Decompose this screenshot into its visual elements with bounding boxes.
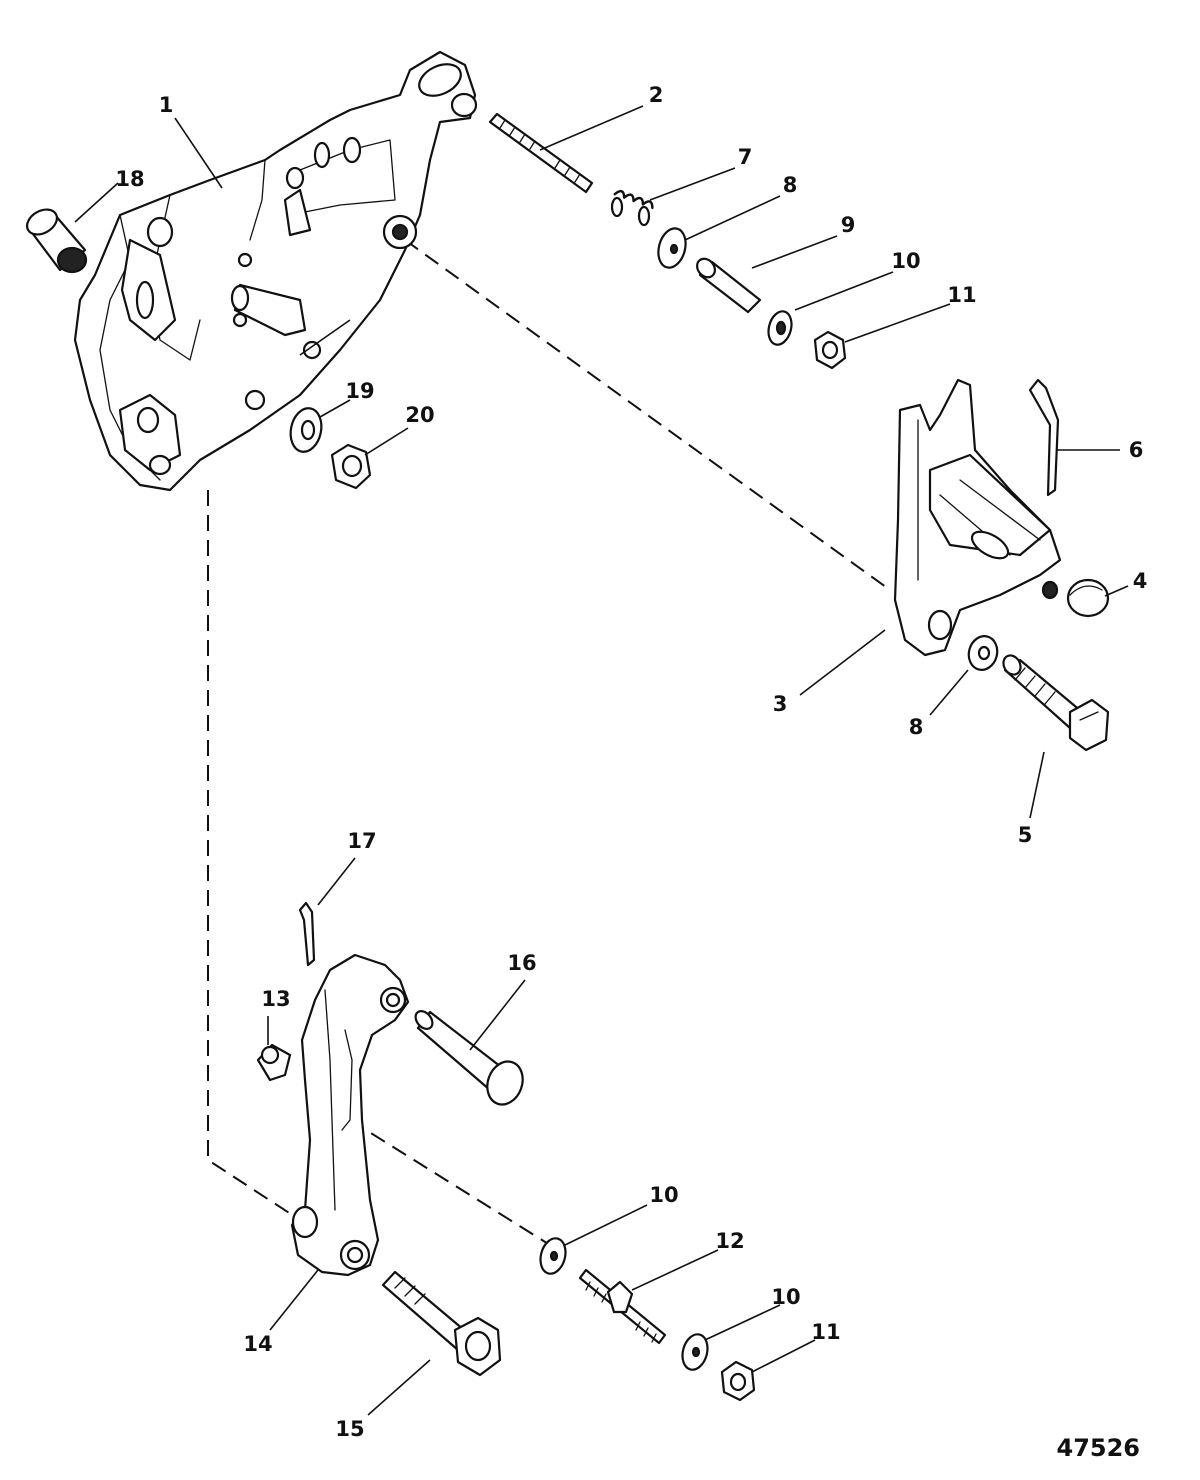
callout-18: 18: [115, 167, 144, 191]
callout-13: 13: [261, 987, 290, 1011]
callout-10-upper: 10: [891, 249, 920, 273]
part-8-washer-upper: [657, 227, 687, 269]
callout-10-lower: 10: [771, 1285, 800, 1309]
part-1-bracket: [73, 50, 478, 492]
part-8-washer-lower: [967, 635, 999, 671]
part-7-spring: [610, 189, 654, 227]
part-19-washer: [289, 407, 323, 453]
part-11-nut-upper: [813, 330, 847, 370]
callout-11-upper: 11: [947, 283, 976, 307]
callout-17: 17: [347, 829, 376, 853]
callout-20: 20: [405, 403, 434, 427]
part-10-washer-lower: [681, 1333, 709, 1371]
alignment-lines: [207, 239, 891, 1246]
callout-7: 7: [738, 145, 753, 169]
callout-9: 9: [841, 213, 856, 237]
callout-2: 2: [649, 83, 664, 107]
callout-16: 16: [507, 951, 536, 975]
part-14-link-arm: [290, 953, 410, 1277]
part-5-bolt: [1002, 654, 1110, 752]
part-2-stud: [488, 112, 594, 194]
part-4-cap: [1066, 578, 1110, 618]
callout-1: 1: [159, 93, 174, 117]
part-17-cotter-pin: [298, 901, 316, 967]
part-20-nut: [330, 443, 372, 490]
part-12-stud: [578, 1268, 667, 1345]
part-18-bushing: [25, 208, 88, 274]
part-16-clevis-pin: [414, 1010, 524, 1106]
callout-8-lower: 8: [909, 715, 924, 739]
callout-8-upper: 8: [783, 173, 798, 197]
part-13-fitting: [256, 1043, 292, 1082]
leader-lines: [74, 105, 1129, 1416]
callout-5: 5: [1018, 823, 1033, 847]
part-9-pin: [696, 257, 762, 314]
part-3-lever: [893, 378, 1062, 657]
callout-3: 3: [773, 692, 788, 716]
part-10-washer-middle: [539, 1237, 567, 1275]
callout-4: 4: [1133, 569, 1148, 593]
callout-15: 15: [335, 1417, 364, 1441]
part-10-washer-upper: [767, 310, 793, 346]
diagram-reference-number: 47526: [1056, 1434, 1141, 1462]
callout-6: 6: [1129, 438, 1144, 462]
part-15-shoulder-bolt: [381, 1270, 502, 1377]
callout-10-middle: 10: [649, 1183, 678, 1207]
part-11-nut-lower: [720, 1360, 756, 1402]
callout-19: 19: [345, 379, 374, 403]
callout-labels: 1 2 3 4 5 6 7 8 8 9 10 10 10 11 11 12 13…: [115, 83, 1147, 1441]
part-6-cotter-pin: [1028, 378, 1060, 497]
callout-14: 14: [243, 1332, 272, 1356]
callout-12: 12: [715, 1229, 744, 1253]
callout-11-lower: 11: [811, 1320, 840, 1344]
